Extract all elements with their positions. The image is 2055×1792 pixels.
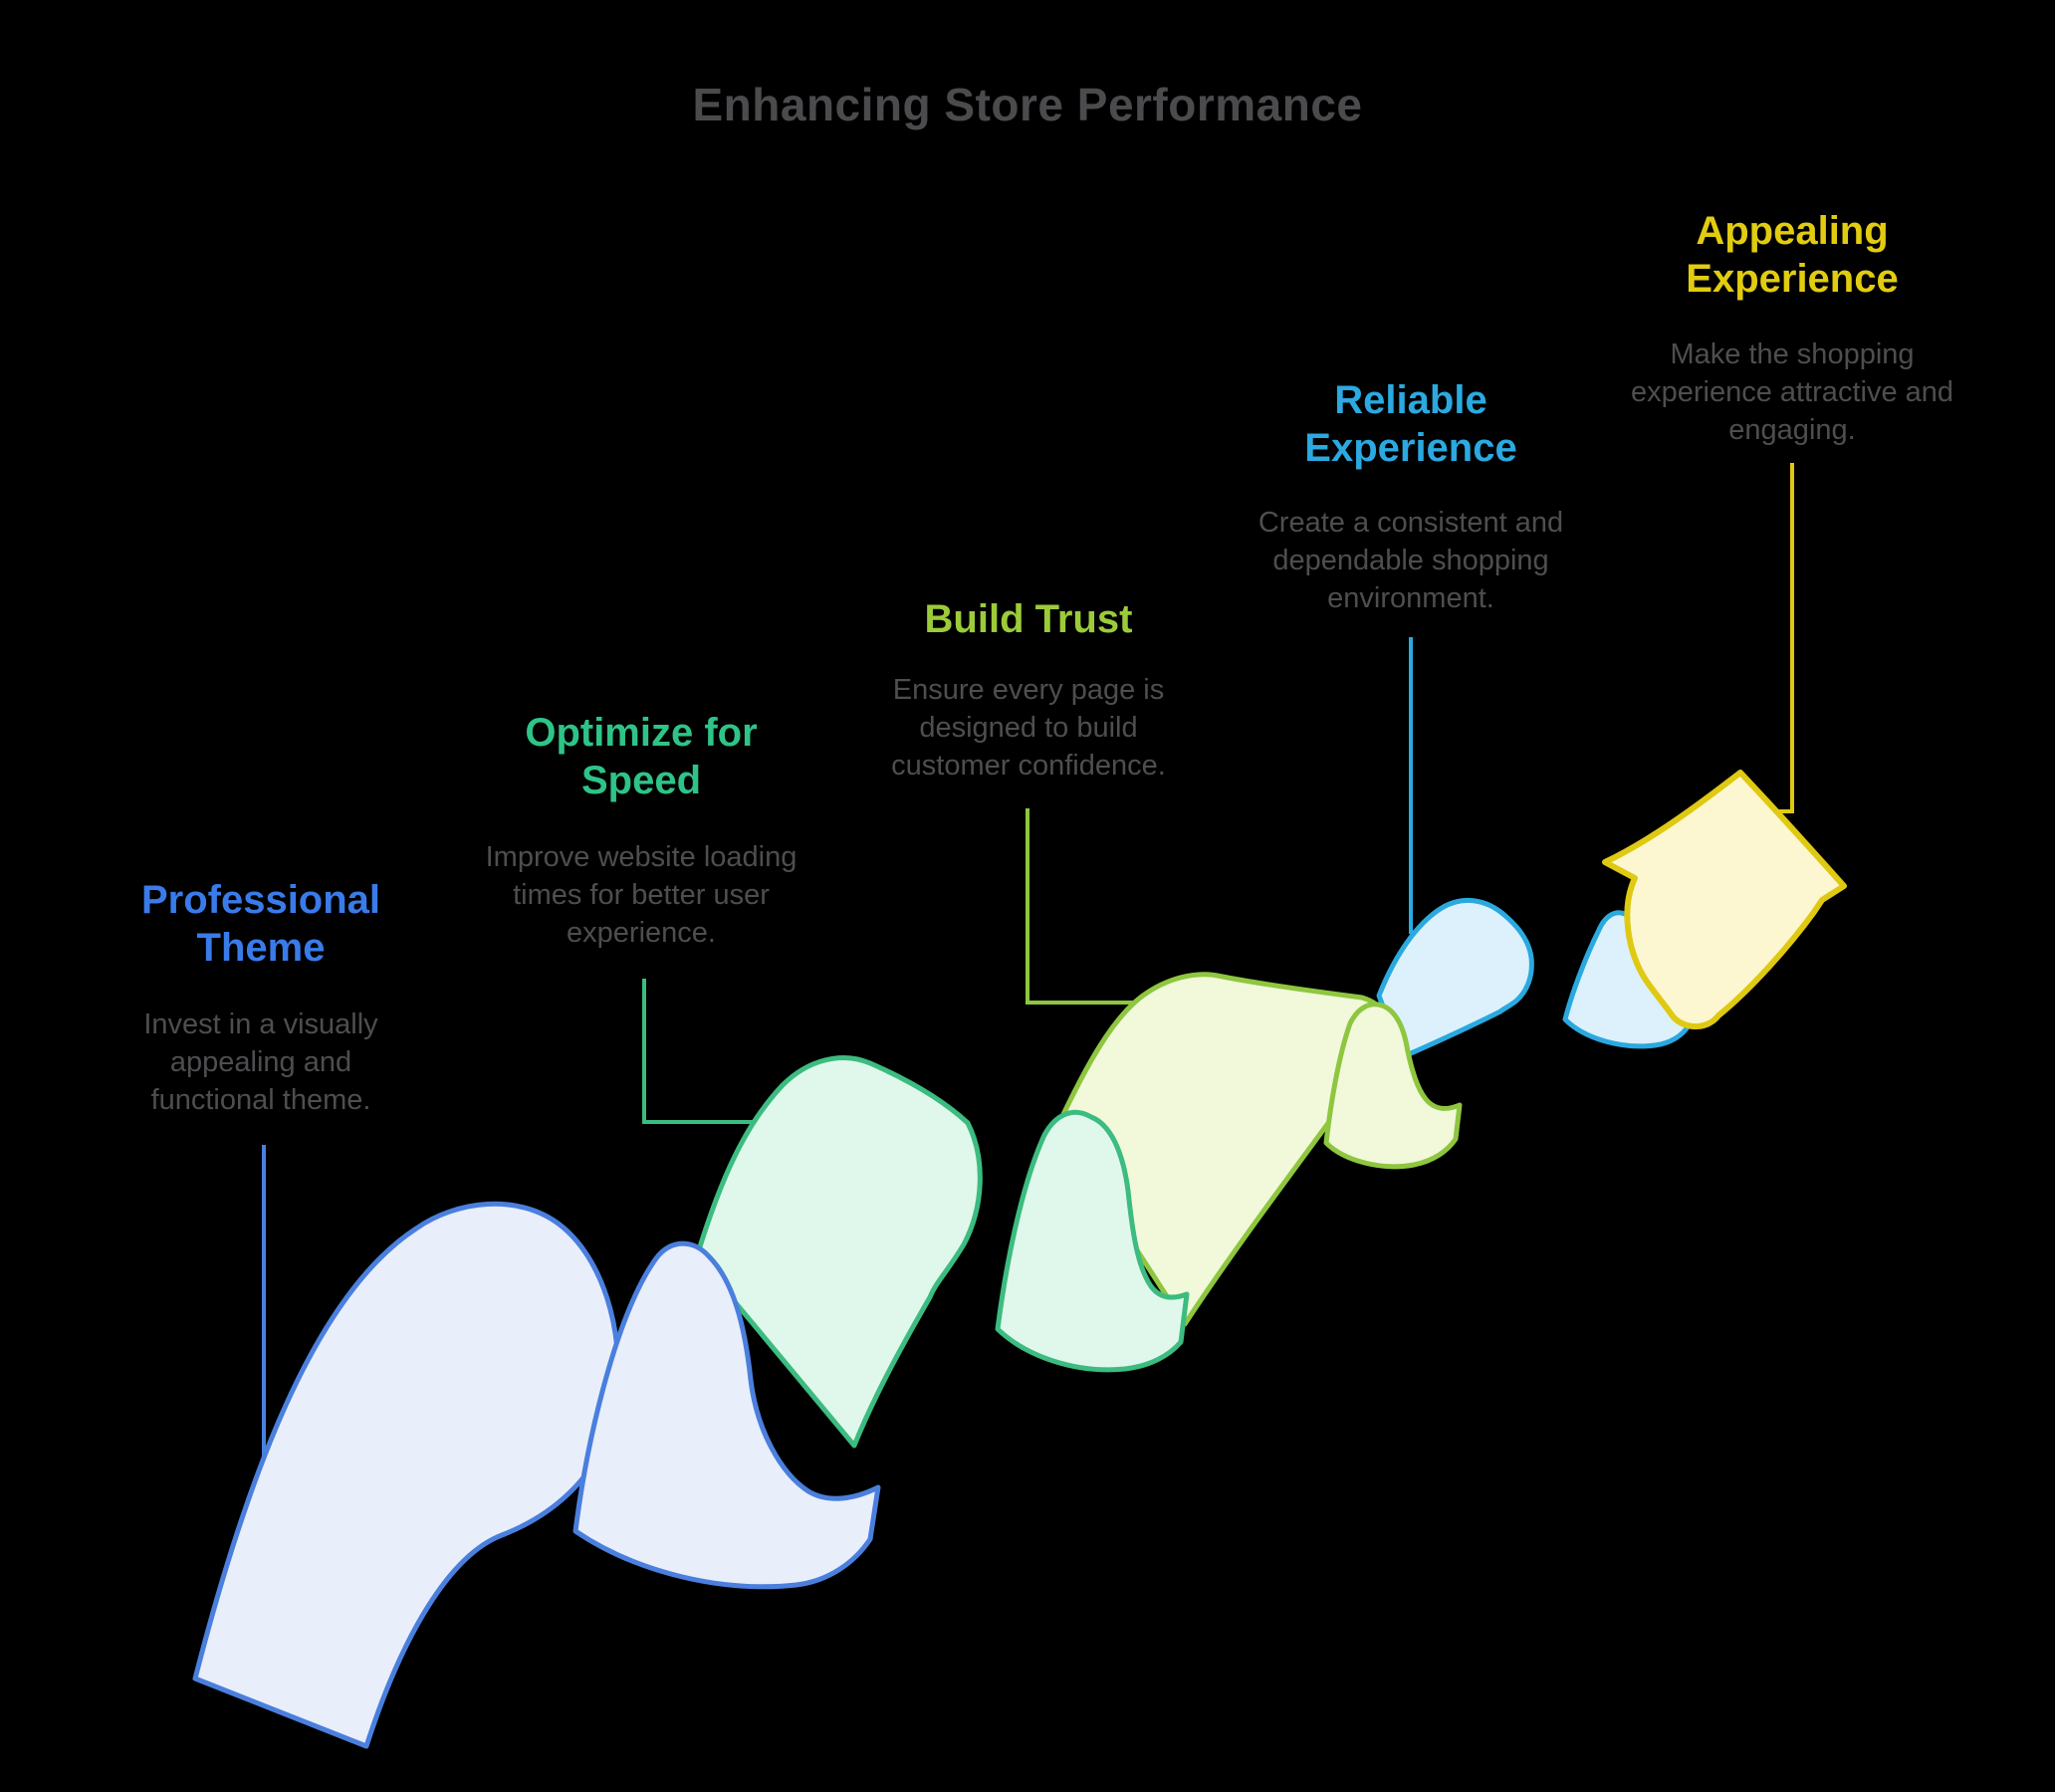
ribbon-segment-2-front bbox=[694, 1055, 983, 1449]
stage-heading-appealing-experience: Appealing Experience bbox=[1686, 209, 1899, 301]
connector-line-optimize-for-speed bbox=[642, 979, 767, 1124]
page-title: Enhancing Store Performance bbox=[692, 79, 1363, 130]
stage-appealing-experience: Appealing Experience bbox=[1633, 207, 1951, 303]
connector-line-appealing-experience bbox=[1772, 463, 1794, 813]
stage-description-optimize-for-speed: Improve website loading times for better… bbox=[485, 841, 798, 949]
ribbon-segment-3-back bbox=[1323, 1002, 1463, 1170]
stage-description-appealing-experience: Make the shopping experience attractive … bbox=[1630, 338, 1954, 446]
stage-heading-optimize-for-speed: Optimize for Speed bbox=[525, 711, 758, 802]
ribbon-segment-3-front bbox=[1054, 972, 1396, 1327]
connector-line-build-trust bbox=[1026, 808, 1145, 1005]
stage-professional-theme: Professional Theme bbox=[112, 876, 410, 972]
stage-reliable-experience: Reliable Experience bbox=[1261, 376, 1560, 472]
stage-heading-professional-theme: Professional Theme bbox=[140, 878, 381, 970]
stage-build-trust: Build Trust bbox=[879, 595, 1178, 643]
stage-description-build-trust: Ensure every page is designed to build c… bbox=[891, 674, 1166, 782]
stage-optimize-for-speed: Optimize for Speed bbox=[492, 709, 791, 804]
stage-heading-build-trust: Build Trust bbox=[924, 597, 1133, 641]
ribbon-segment-1-back bbox=[572, 1240, 881, 1590]
growth-arrow-icon bbox=[1602, 770, 1847, 1030]
ribbon-segment-4-front bbox=[1376, 897, 1534, 1060]
stage-description-professional-theme: Invest in a visually appealing and funct… bbox=[143, 1008, 378, 1116]
ribbon-segment-2-back bbox=[995, 1110, 1190, 1373]
stage-heading-reliable-experience: Reliable Experience bbox=[1304, 378, 1517, 470]
stage-description-reliable-experience: Create a consistent and dependable shopp… bbox=[1257, 507, 1564, 614]
ribbon-segment-1-front bbox=[192, 1201, 621, 1749]
